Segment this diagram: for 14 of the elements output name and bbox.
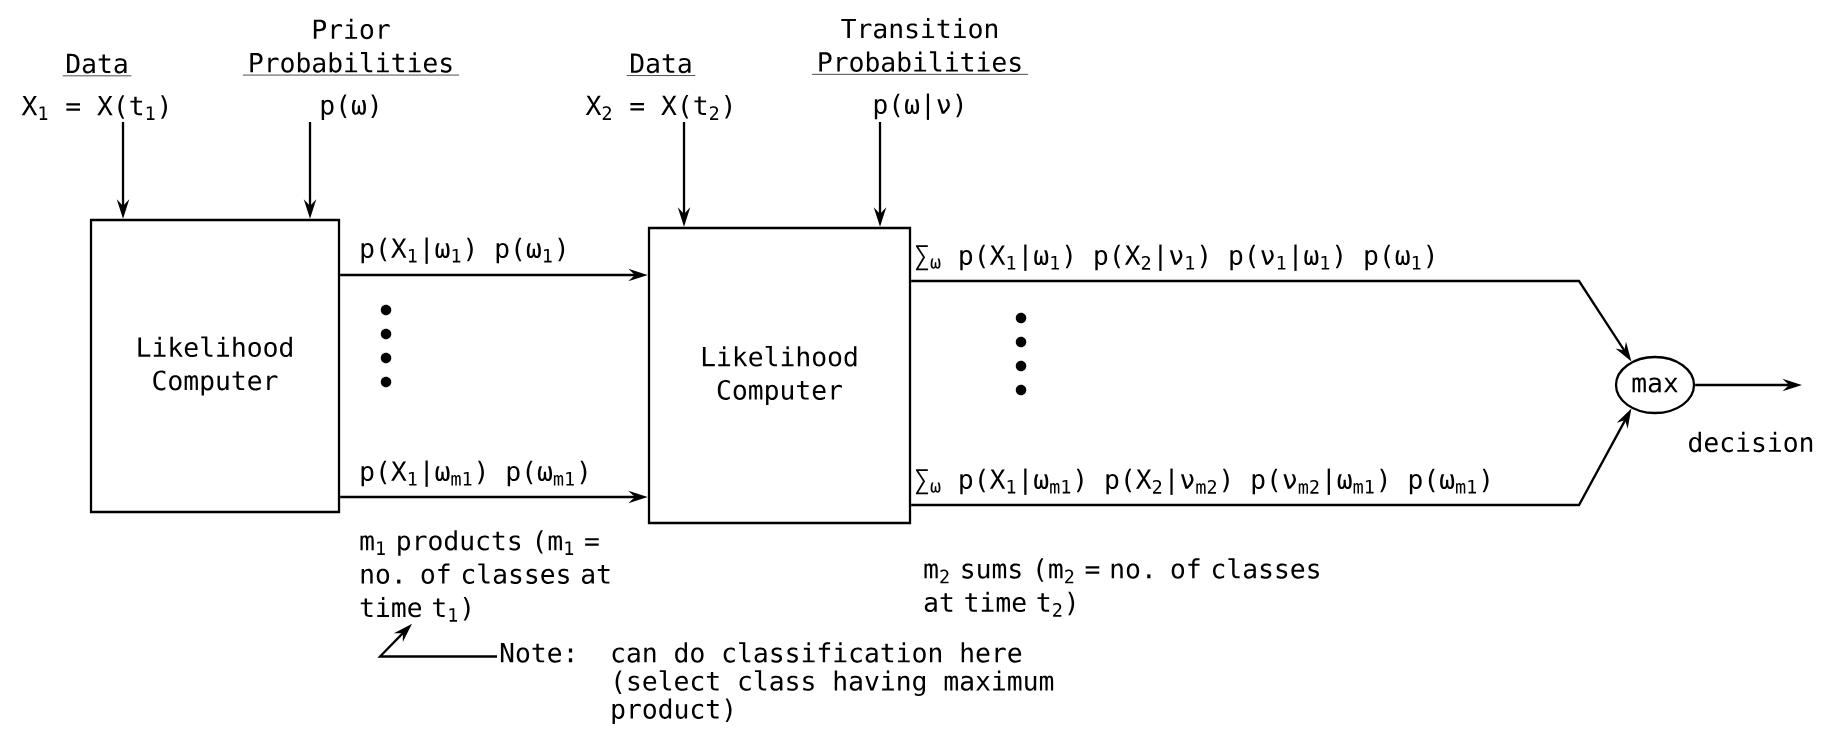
edge-label: ∑$_{ω}$ p(X$_{1}$|ω$_{1}$) p(X$_{2}$|ν$_{1}$) p(ν$_{1}$|ω$_{1}$) p(ω$_{1}$) (912, 242, 1441, 273)
input-label: Data X$_{2}$ = X(t$_{2}$) (585, 53, 731, 120)
edge-label: p(X$_{1}$|ω$_{1}$) p(ω$_{1}$) (357, 235, 572, 266)
process-box: Likelihood Computer (89, 218, 341, 514)
input-label: Transition Probabilities p(ω|ν) (811, 18, 1029, 120)
process-box: Likelihood Computer (647, 226, 912, 525)
edge-label: ∑$_{ω}$ p(X$_{1}$|ω$_{m1}$) p(X$_{2}$|ν$_{m2}$) p(ν$_{m2}$|ω$_{m1}$) p(ω$_{m1}$) (912, 466, 1496, 497)
edge-label: p(X$_{1}$|ω$_{m1}$) p(ω$_{m1}$) (357, 458, 594, 489)
input-label: Prior Probabilities p(ω) (242, 18, 460, 120)
output-label: decision (1689, 431, 1813, 453)
note-text: m$_{1}$ products (m$_{1}$ = no. of classes at time t$_{1}$) (360, 530, 610, 622)
note-text: Note: can do classification here (select class having maximum product) (500, 642, 1054, 724)
note-text: m$_{2}$ sums (m$_{2}$ = no. of classes at time t$_{2}$) (924, 558, 1319, 617)
input-label: Data X$_{1}$ = X(t$_{1}$) (21, 53, 167, 120)
